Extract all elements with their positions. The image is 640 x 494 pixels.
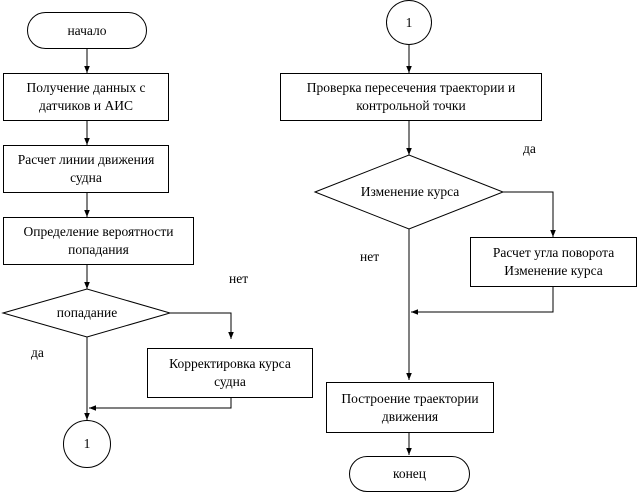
- arrow-correct-to-merge: [89, 398, 232, 411]
- arrow-hit-no-to-correct: [170, 312, 234, 339]
- course-correct-label: Корректировка курса судна: [169, 356, 291, 389]
- check-intersection-label: Проверка пересечения траектории и контро…: [306, 80, 516, 113]
- get-data-label: Получение данных с датчиков и АИС: [26, 80, 146, 113]
- change-yes-label: да: [523, 141, 536, 156]
- hit-decision-diamond: [1, 288, 172, 338]
- calc-line-label: Расчет линии движения судна: [17, 152, 155, 185]
- connector-left: 1: [63, 420, 111, 468]
- build-trajectory-process: Построение траектории движения: [326, 382, 494, 433]
- calc-angle-label: Расчет угла поворота Изменение курса: [492, 245, 615, 278]
- start-label: начало: [67, 22, 107, 38]
- course-change-label: Изменение курса: [360, 184, 460, 199]
- check-intersection-process: Проверка пересечения траектории и контро…: [280, 73, 542, 121]
- course-change-diamond: [313, 154, 505, 230]
- start-terminator: начало: [27, 12, 147, 49]
- get-data-process: Получение данных с датчиков и АИС: [3, 73, 169, 121]
- connector-right: 1: [386, 0, 432, 45]
- probability-label: Определение вероятности попадания: [23, 224, 174, 257]
- end-terminator: конец: [349, 456, 470, 492]
- build-trajectory-label: Построение траектории движения: [341, 390, 479, 424]
- course-change-decision: Изменение курса: [355, 172, 465, 212]
- connector-right-label: 1: [405, 14, 413, 30]
- hit-yes-label: да: [31, 345, 44, 360]
- calc-angle-process: Расчет угла поворота Изменение курса: [470, 237, 637, 287]
- arrow-angle-to-merge: [411, 287, 554, 315]
- probability-process: Определение вероятности попадания: [3, 217, 194, 265]
- connector-left-label: 1: [83, 436, 91, 451]
- end-label: конец: [392, 466, 427, 481]
- course-correct-process: Корректировка курса судна: [147, 348, 313, 398]
- calc-line-process: Расчет линии движения судна: [3, 145, 169, 193]
- hit-no-label: нет: [229, 271, 249, 286]
- change-no-label: нет: [360, 249, 380, 264]
- hit-decision-label: попадание: [56, 305, 118, 320]
- arrow-change-yes-to-angle: [503, 191, 556, 237]
- hit-decision: попадание: [27, 303, 147, 323]
